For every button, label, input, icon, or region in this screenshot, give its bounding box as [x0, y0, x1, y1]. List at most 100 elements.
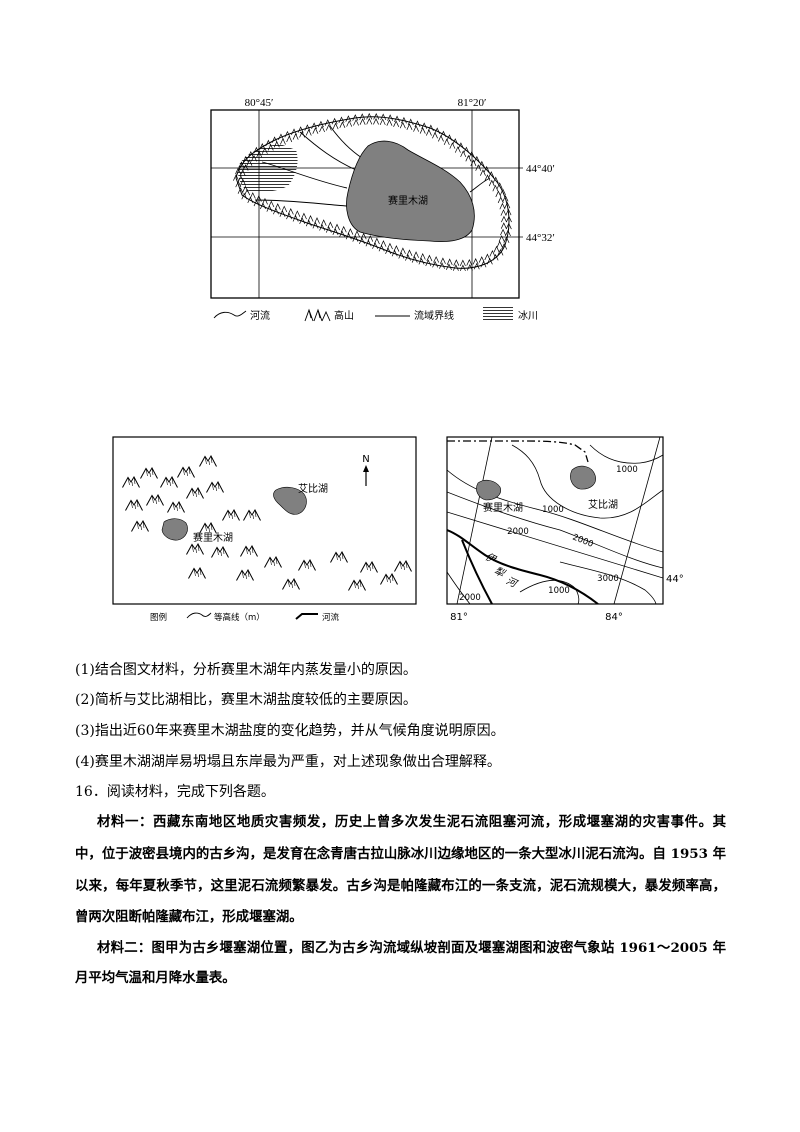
river — [299, 131, 357, 171]
mountain-symbol — [339, 230, 346, 238]
mountain-symbol — [393, 245, 400, 252]
mountain-symbol — [414, 120, 421, 127]
mountain-symbol — [186, 543, 204, 555]
mountain-symbol — [379, 118, 386, 126]
mountain-symbol — [282, 578, 300, 590]
mountain-symbol — [291, 128, 297, 135]
mountain-symbol — [359, 113, 366, 120]
mountain-symbol — [359, 118, 366, 125]
mountain-symbol — [505, 229, 511, 237]
mountain-symbol — [465, 154, 472, 162]
mountain-symbol — [473, 262, 480, 270]
mountain-symbol — [319, 125, 325, 133]
mountain-symbol — [426, 254, 433, 262]
mountain-symbol — [292, 133, 299, 140]
mountain-symbol — [419, 127, 426, 134]
mountain-symbol — [500, 228, 506, 236]
lake-sayram — [161, 518, 188, 541]
mountain-symbol — [340, 225, 347, 233]
problem-16-heading: 16．阅读材料，完成下列各题。 — [75, 784, 275, 800]
mountain-symbol — [421, 122, 428, 129]
contour-label: 1000 — [548, 586, 570, 596]
mountain-symbol — [240, 179, 246, 186]
mountain-symbol — [279, 210, 286, 217]
mountain-symbol — [265, 139, 272, 147]
mountain-symbol — [319, 224, 326, 231]
contour-line — [511, 444, 663, 519]
lake-label: 赛里木湖 — [388, 194, 428, 207]
mountain-symbol — [240, 545, 258, 557]
mountain-symbol — [492, 176, 499, 184]
mountain-symbol — [246, 159, 253, 166]
mountain-symbol — [330, 551, 348, 563]
lake-sayram-label: 赛里木湖 — [483, 501, 523, 514]
mountain-symbol — [238, 161, 245, 168]
mountain-symbol — [287, 207, 294, 215]
mountain-symbol — [398, 252, 405, 259]
contour-label: 1000 — [616, 465, 638, 475]
mountain-symbol — [233, 174, 239, 181]
latitude-label: 44°40′ — [526, 163, 555, 175]
legend-contour-label: 等高线（m） — [214, 612, 265, 623]
mountain-symbol — [297, 126, 304, 133]
map-frame — [446, 436, 664, 605]
boundary-dash-dot — [447, 440, 589, 463]
mountain-symbol — [457, 142, 464, 149]
mountain-symbol — [345, 232, 352, 240]
mountain-symbol — [131, 520, 149, 532]
mountain-symbol — [413, 251, 419, 258]
lake-sayram-label: 赛里木湖 — [193, 531, 233, 544]
mountain-symbol — [243, 509, 261, 521]
river-label-char: 犁 — [492, 565, 508, 581]
latitude-label: 44°32′ — [526, 232, 555, 244]
mountain-symbol — [298, 559, 316, 571]
mountain-symbol — [261, 147, 268, 154]
mountain-symbol — [501, 243, 508, 250]
mountain-symbol — [206, 481, 224, 493]
contour-label: 3000 — [597, 574, 619, 584]
mountain-symbol — [440, 130, 447, 138]
mountain-symbol — [380, 240, 387, 247]
mountain-symbol — [503, 236, 510, 243]
north-label: N — [362, 454, 369, 465]
mountain-symbol — [425, 259, 432, 267]
mountain-symbol — [320, 219, 327, 226]
mountain-symbol — [492, 253, 499, 261]
mountain-symbol — [478, 160, 485, 168]
mountain-symbol — [387, 242, 393, 250]
longitude-label: 81°20′ — [458, 97, 487, 109]
mountain-symbol — [247, 151, 254, 158]
contour-label: 2000 — [507, 527, 529, 537]
contour-label: 1000 — [542, 505, 564, 515]
mountain-symbol — [493, 245, 500, 253]
mountain-symbol — [334, 223, 340, 231]
mountain-symbol — [438, 134, 444, 142]
mountain-symbol — [386, 119, 393, 126]
mountain-symbol — [460, 150, 467, 158]
material-1-line: 曾两次阻断帕隆藏布江，形成堰塞湖。 — [75, 909, 303, 925]
material-2-line: 月平均气温和月降水量表。 — [75, 970, 236, 986]
mountain-symbol — [262, 197, 268, 205]
mountain-symbol — [301, 212, 307, 220]
mountain-symbol — [432, 260, 439, 268]
mountain-symbol — [311, 122, 318, 129]
mountain-symbol — [325, 124, 332, 131]
longitude-label: 80°45′ — [245, 97, 274, 109]
mountain-symbol — [373, 237, 380, 245]
river-yili — [447, 529, 599, 604]
legend-title: 图例 — [150, 612, 167, 623]
mountain-symbol — [284, 130, 291, 138]
mountain-symbol — [278, 133, 284, 141]
sayram-basin-map: 80°45′ 81°20′ 44°40′ 44°32′ 赛里木湖 河流 高山 流… — [210, 97, 555, 322]
mountain-symbol — [427, 124, 434, 132]
mountain-symbol — [237, 187, 244, 194]
mountain-symbol — [475, 164, 482, 171]
legend: 河流 高山 流域界线 冰川 — [213, 307, 538, 322]
mountain-symbol — [347, 228, 354, 235]
mountain-symbol — [506, 215, 512, 223]
mountain-symbol — [504, 201, 511, 209]
mountain-symbol — [419, 253, 426, 260]
mountain-symbol — [484, 253, 491, 261]
mountain-symbol — [443, 138, 450, 146]
mountain-symbol — [359, 237, 365, 245]
